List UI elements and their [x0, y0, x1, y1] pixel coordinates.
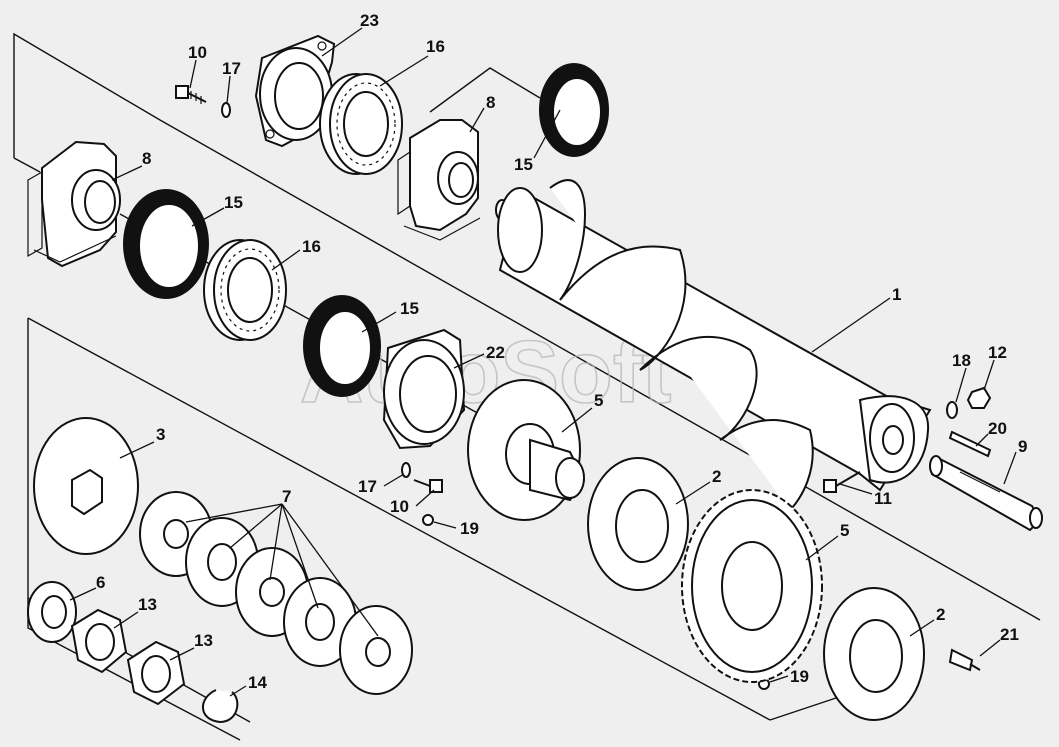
leader-lines [69, 27, 1017, 697]
callout-17: 17 [358, 477, 377, 496]
callout-3: 3 [156, 425, 165, 444]
pin-19a [422, 514, 434, 526]
callout-2: 2 [936, 605, 945, 624]
hub-5 [467, 379, 586, 521]
callout-8: 8 [142, 149, 151, 168]
callout-2: 2 [712, 467, 721, 486]
callout-22: 22 [486, 343, 505, 362]
pillow-block-8-right [397, 119, 481, 241]
callout-13: 13 [138, 595, 157, 614]
bolt-lower [413, 479, 443, 493]
castle-nut-13b [126, 640, 186, 706]
bearing-16-lower [203, 239, 287, 341]
callout-11: 11 [874, 489, 892, 508]
callout-17: 17 [222, 59, 241, 78]
callout-19: 19 [460, 519, 479, 538]
callout-20: 20 [988, 419, 1007, 438]
discs-7 [139, 491, 413, 695]
plate-2-upper [587, 457, 689, 591]
callout-16: 16 [426, 37, 445, 56]
plate-2-lower [823, 587, 925, 721]
flange-23 [254, 34, 336, 148]
callout-8: 8 [486, 93, 495, 112]
callout-1: 1 [892, 285, 901, 304]
callout-6: 6 [96, 573, 105, 592]
flange-22 [382, 328, 466, 450]
callout-15: 15 [224, 193, 243, 212]
callout-13: 13 [194, 631, 213, 650]
washer-6 [27, 581, 77, 643]
bolt-21 [948, 648, 981, 672]
castle-nut-13a [70, 608, 128, 674]
callout-15: 15 [400, 299, 419, 318]
washer-upper [221, 102, 231, 118]
seal-15-upper [539, 63, 609, 157]
auger-shaft [495, 179, 932, 511]
bolt-11 [823, 471, 861, 493]
callout-16: 16 [302, 237, 321, 256]
callout-10: 10 [188, 43, 207, 62]
plate-3 [33, 417, 139, 555]
callout-10: 10 [390, 497, 409, 516]
circlip-14 [202, 689, 239, 724]
spline-shaft-9 [929, 455, 1043, 532]
callout-15: 15 [514, 155, 533, 174]
seal-15-left [123, 189, 209, 299]
callout-7: 7 [282, 487, 291, 506]
callout-labels: 10 17 23 16 8 15 8 15 16 15 22 1 18 12 2… [96, 11, 1027, 692]
callout-18: 18 [952, 351, 971, 370]
bearing-16-upper [319, 73, 403, 175]
seal-15-middle [303, 295, 381, 397]
callout-9: 9 [1018, 437, 1027, 456]
washer-18 [946, 401, 958, 419]
bolt-upper [175, 85, 207, 104]
callout-12: 12 [988, 343, 1007, 362]
callout-14: 14 [248, 673, 267, 692]
callout-21: 21 [1000, 625, 1019, 644]
pillow-block-8-left [27, 140, 121, 268]
callout-19: 19 [790, 667, 809, 686]
key-20 [948, 430, 992, 458]
sprocket-5 [681, 489, 823, 683]
callout-5: 5 [840, 521, 849, 540]
washer-lower [401, 462, 411, 478]
callout-23: 23 [360, 11, 379, 30]
nut-12 [966, 386, 992, 409]
callout-5: 5 [594, 391, 603, 410]
